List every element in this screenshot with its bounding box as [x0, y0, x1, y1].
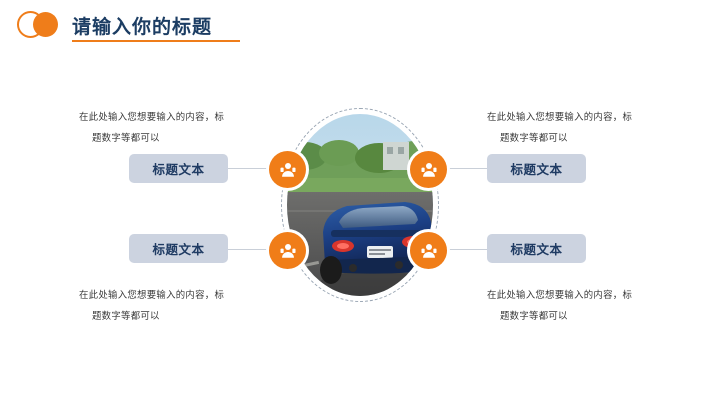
text-line-1: 在此处输入您想要输入的内容，标 [487, 289, 633, 300]
text-block-top-right: 在此处输入您想要输入的内容，标 题数字等都可以 [487, 106, 644, 148]
text-line-1: 在此处输入您想要输入的内容，标 [487, 111, 633, 122]
user-person-icon [420, 162, 437, 177]
pill-bottom-right[interactable]: 标题文本 [487, 234, 586, 263]
pill-top-right[interactable]: 标题文本 [487, 154, 586, 183]
connector-line-top-left [228, 168, 270, 169]
logo-dot-icon [33, 12, 58, 37]
pill-top-left[interactable]: 标题文本 [129, 154, 228, 183]
user-person-icon [279, 162, 296, 177]
user-person-icon [279, 243, 296, 258]
text-block-top-left: 在此处输入您想要输入的内容，标 题数字等都可以 [79, 106, 236, 148]
connector-line-bottom-right [447, 249, 488, 250]
text-block-bottom-right: 在此处输入您想要输入的内容，标 题数字等都可以 [487, 284, 644, 326]
title-underline [72, 40, 240, 42]
photo-dashed-outline [281, 108, 439, 302]
badge-top-right[interactable] [410, 151, 447, 188]
center-photo [287, 114, 433, 296]
badge-bottom-right[interactable] [410, 232, 447, 269]
text-line-2: 题数字等都可以 [500, 132, 568, 143]
text-line-2: 题数字等都可以 [92, 310, 160, 321]
badge-top-left[interactable] [269, 151, 306, 188]
pill-bottom-left[interactable]: 标题文本 [129, 234, 228, 263]
text-line-1: 在此处输入您想要输入的内容，标 [79, 111, 225, 122]
page-title: 请输入你的标题 [72, 17, 213, 38]
text-block-bottom-left: 在此处输入您想要输入的内容，标 题数字等都可以 [79, 284, 236, 326]
text-line-1: 在此处输入您想要输入的内容，标 [79, 289, 225, 300]
text-line-2: 题数字等都可以 [92, 132, 160, 143]
connector-line-top-right [447, 168, 488, 169]
text-line-2: 题数字等都可以 [500, 310, 568, 321]
user-person-icon [420, 243, 437, 258]
connector-line-bottom-left [228, 249, 270, 250]
slide-header: 请输入你的标题 [0, 0, 720, 52]
badge-bottom-left[interactable] [269, 232, 306, 269]
